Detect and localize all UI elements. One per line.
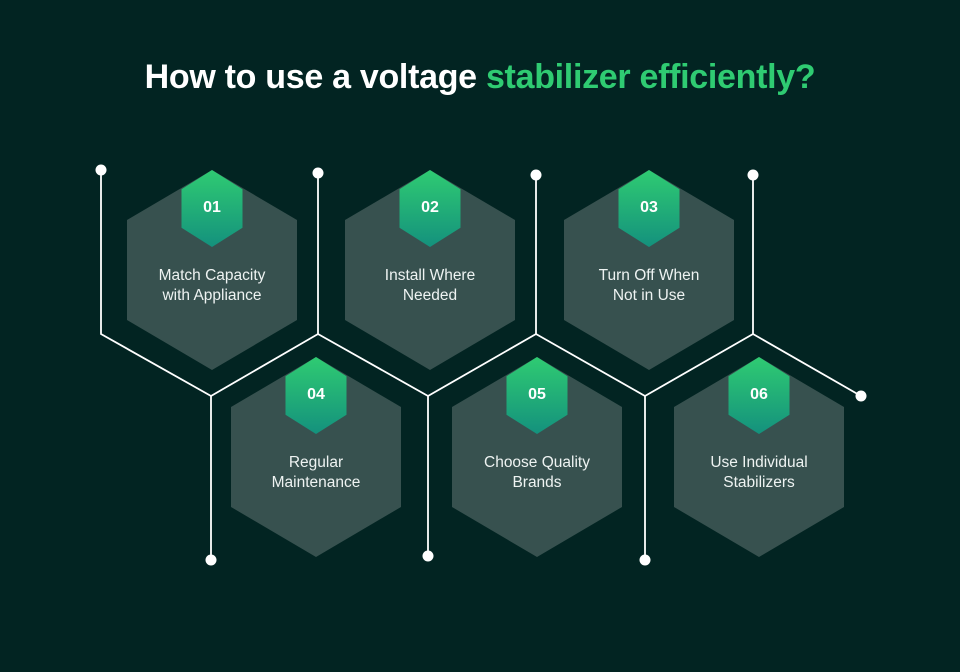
step-label-line: Choose Quality — [484, 454, 590, 471]
step-number: 06 — [750, 385, 768, 403]
step-label-line: Maintenance — [271, 474, 361, 491]
step-label-line: Needed — [402, 287, 458, 304]
step-label-line: Stabilizers — [723, 474, 795, 491]
step-number-badge — [728, 357, 790, 434]
step-label-line: Brands — [512, 474, 562, 491]
step-number-badge — [506, 357, 568, 434]
step-number-badge — [181, 170, 243, 247]
step-number: 05 — [528, 385, 546, 403]
title-accent: stabilizer efficiently? — [485, 58, 816, 96]
step-label-line: Match Capacity — [158, 267, 266, 284]
connector-dot — [95, 164, 107, 176]
step-label-line: Install Where — [384, 267, 476, 284]
step-label-line: Not in Use — [612, 287, 686, 304]
step-number-badge — [618, 170, 680, 247]
step-hexagon — [674, 357, 844, 557]
connector-dot — [639, 554, 651, 566]
step-hexagon — [345, 170, 515, 370]
page-title: How to use a voltage stabilizer efficien… — [0, 58, 960, 97]
step-label-line: with Appliance — [162, 287, 262, 304]
step-label: Match Capacity with Appliance — [137, 266, 287, 306]
connector-dot — [747, 169, 759, 181]
step-number: 02 — [421, 198, 439, 216]
step-label-line: Use Individual — [710, 454, 808, 471]
connector-dot — [205, 554, 217, 566]
connector-dot — [530, 169, 542, 181]
step-number: 03 — [640, 198, 658, 216]
step-label-line: Regular — [288, 454, 344, 471]
step-hexagon — [231, 357, 401, 557]
step-hexagon — [564, 170, 734, 370]
title-prefix: How to use a voltage — [144, 58, 477, 96]
step-number-badge — [399, 170, 461, 247]
connector-dot — [855, 390, 867, 402]
connector-dot — [422, 550, 434, 562]
step-hexagon — [127, 170, 297, 370]
step-label-line: Turn Off When — [598, 267, 700, 284]
step-number: 04 — [307, 385, 325, 403]
connector-dot — [312, 167, 324, 179]
step-number-badge — [285, 357, 347, 434]
step-hexagon — [452, 357, 622, 557]
step-number: 01 — [203, 198, 221, 216]
